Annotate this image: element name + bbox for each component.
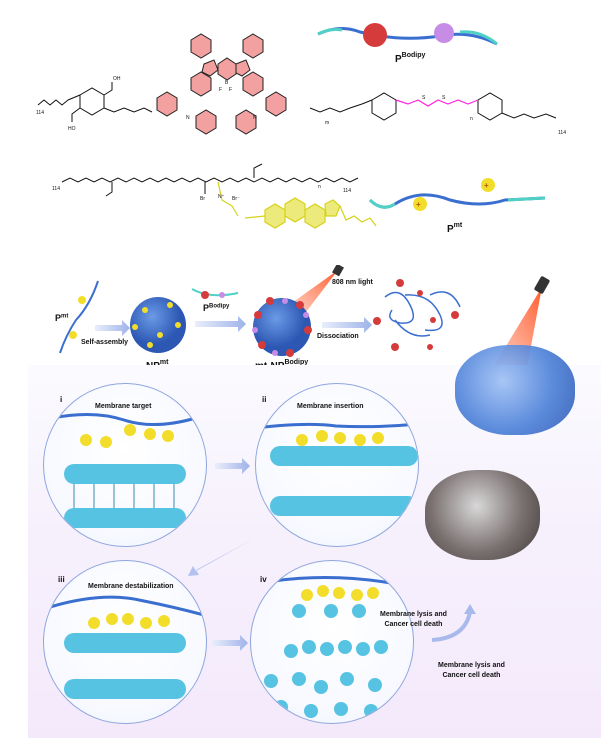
step-i-numeral: i	[60, 395, 63, 404]
arrow-iii-to-iv	[212, 635, 248, 651]
p-mt-strand	[59, 280, 99, 354]
bodipy-labels: B F F N N OH HO 114 m n 114 S S	[36, 76, 566, 136]
disulfide-linker	[395, 99, 479, 107]
arrow-dissociation	[322, 317, 372, 333]
svg-text:OH: OH	[113, 76, 121, 82]
svg-text:+: +	[484, 181, 489, 190]
step-i-circle	[43, 383, 207, 547]
step-iii-circle	[43, 560, 207, 724]
svg-text:B: B	[225, 80, 229, 86]
outcome-line-1: Membrane lysis and	[380, 611, 447, 618]
outcome-label-inner: Membrane lysis and Cancer cell death	[380, 610, 447, 630]
tumor-cluster-image	[455, 345, 575, 435]
step-iii-numeral: iii	[58, 575, 65, 584]
dead-cell-cluster-image	[425, 470, 540, 560]
peg-chain-left	[37, 99, 69, 106]
step-iii-title: Membrane destabilization	[88, 583, 174, 590]
svg-text:S: S	[422, 95, 426, 101]
bodipy-aromatic-rings	[156, 33, 287, 135]
svg-text:N⁺: N⁺	[218, 194, 225, 200]
svg-text:+: +	[416, 200, 421, 209]
step-iv-circle	[250, 560, 414, 724]
outcome-line-2: Cancer cell death	[442, 672, 501, 679]
svg-text:114: 114	[52, 186, 60, 192]
cation-icon	[481, 178, 495, 192]
p-mt-label: Pmt	[447, 222, 463, 235]
bodipy-polymer-structure: B F F N N OH HO 114 m n 114 S S	[36, 23, 566, 136]
self-assembly-label: Self-assembly	[81, 339, 129, 346]
outcome-line-2: Cancer cell death	[384, 621, 443, 628]
step-i-title: Membrane target	[95, 403, 152, 410]
arrow-add-bodipy	[195, 316, 246, 332]
cholesterol-moiety	[217, 181, 377, 229]
mt-np-bodipy-particle	[253, 298, 311, 356]
svg-text:F: F	[229, 87, 232, 93]
arrow-self-assembly	[95, 320, 130, 336]
p-bodipy-process-label: PBodipy	[203, 303, 230, 313]
dissociated-chains	[384, 291, 461, 337]
svg-text:n: n	[470, 116, 473, 122]
p-bodipy-label: PBodipy	[395, 52, 426, 65]
step-iv-numeral: iv	[260, 575, 267, 584]
svg-text:S: S	[442, 95, 446, 101]
arrow-ii-to-iii	[188, 538, 255, 576]
p-bodipy-cartoon	[317, 23, 498, 47]
svg-text:m: m	[325, 120, 329, 126]
step-ii-title: Membrane insertion	[297, 403, 364, 410]
laser-icon	[534, 276, 550, 294]
cation-icon	[413, 197, 427, 211]
svg-text:F: F	[219, 87, 222, 93]
p-mt-process-label: Pmt	[55, 313, 69, 323]
svg-text:n: n	[318, 184, 321, 190]
arrow-i-to-ii	[215, 458, 250, 474]
step-ii-numeral: ii	[262, 395, 267, 404]
dissociation-label: Dissociation	[317, 333, 359, 340]
pmt-labels: 114 114 n Br N⁺ Br⁻	[52, 184, 351, 202]
svg-text:Br: Br	[200, 196, 205, 202]
svg-text:HO: HO	[68, 126, 76, 132]
svg-text:N: N	[253, 115, 257, 121]
step-ii-circle	[255, 383, 419, 547]
outcome-label-outer: Membrane lysis and Cancer cell death	[438, 661, 505, 681]
purple-sphere-icon	[434, 23, 454, 43]
light-label: 808 nm light	[332, 279, 373, 286]
svg-text:114: 114	[343, 188, 351, 194]
bodipy-star-icon	[363, 23, 387, 47]
laser-icon	[332, 265, 344, 277]
outcome-line-1: Membrane lysis and	[438, 662, 505, 669]
svg-text:114: 114	[36, 110, 44, 116]
svg-text:114: 114	[558, 130, 566, 136]
svg-text:Br⁻: Br⁻	[232, 196, 240, 202]
p-mt-cartoon: + +	[368, 178, 546, 211]
arrow-to-cell-death	[431, 611, 472, 642]
pmt-polymer-structure: 114 114 n Br N⁺ Br⁻ + +	[52, 163, 546, 229]
svg-text:N: N	[186, 115, 190, 121]
